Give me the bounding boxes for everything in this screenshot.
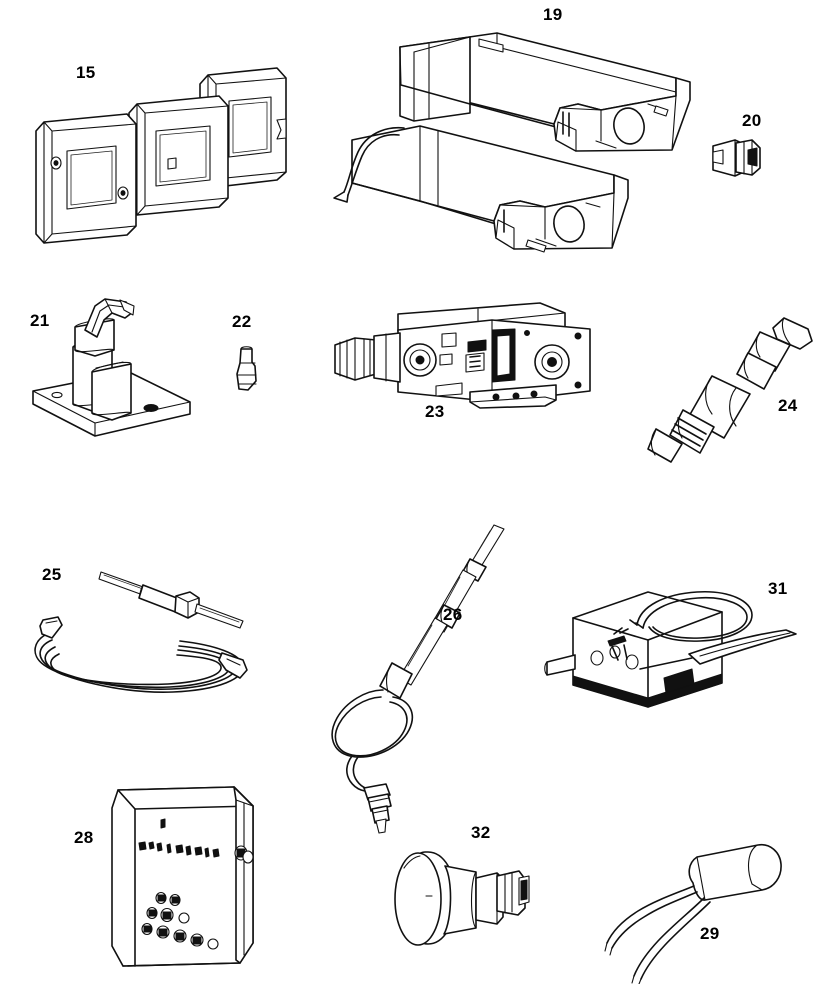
part-26-ignition-electrode-with-lead [331, 524, 505, 834]
part-20-threaded-plug-fitting [712, 139, 761, 177]
manifold-lower [333, 125, 629, 253]
callout-31: 31 [768, 579, 788, 598]
part-23-gas-control-valve [334, 302, 591, 409]
callout-24: 24 [778, 396, 798, 415]
callout-29: 29 [700, 924, 720, 943]
part-24-injector-nozzle-assembly [647, 317, 813, 463]
part-19-burner-manifold-assembly [333, 32, 691, 253]
callout-21: 21 [30, 311, 50, 330]
callout-28: 28 [74, 828, 94, 847]
callout-25: 25 [42, 565, 62, 584]
callout-15: 15 [76, 63, 96, 82]
callout-22: 22 [232, 312, 252, 331]
part-32-control-knob [394, 851, 530, 946]
plate-front [35, 113, 137, 244]
callout-20: 20 [742, 111, 762, 130]
terminal-pins [141, 891, 219, 950]
part-25-thermocouple-with-lead [34, 571, 248, 693]
part-22-pilot-orifice-nozzle [236, 346, 257, 391]
part-15-burner-plate-set [35, 67, 287, 244]
callout-19: 19 [543, 5, 563, 24]
part-29-solenoid-coil-with-leads [604, 843, 782, 984]
manifold-upper [399, 32, 691, 152]
callout-32: 32 [471, 823, 491, 842]
callout-26: 26 [443, 605, 463, 624]
part-28-ignition-control-module [111, 786, 254, 967]
plate-middle [128, 95, 229, 216]
part-31-thermostat-control-box [544, 591, 797, 708]
callout-23: 23 [425, 402, 445, 421]
part-21-pilot-burner-bracket-assembly [32, 298, 191, 437]
